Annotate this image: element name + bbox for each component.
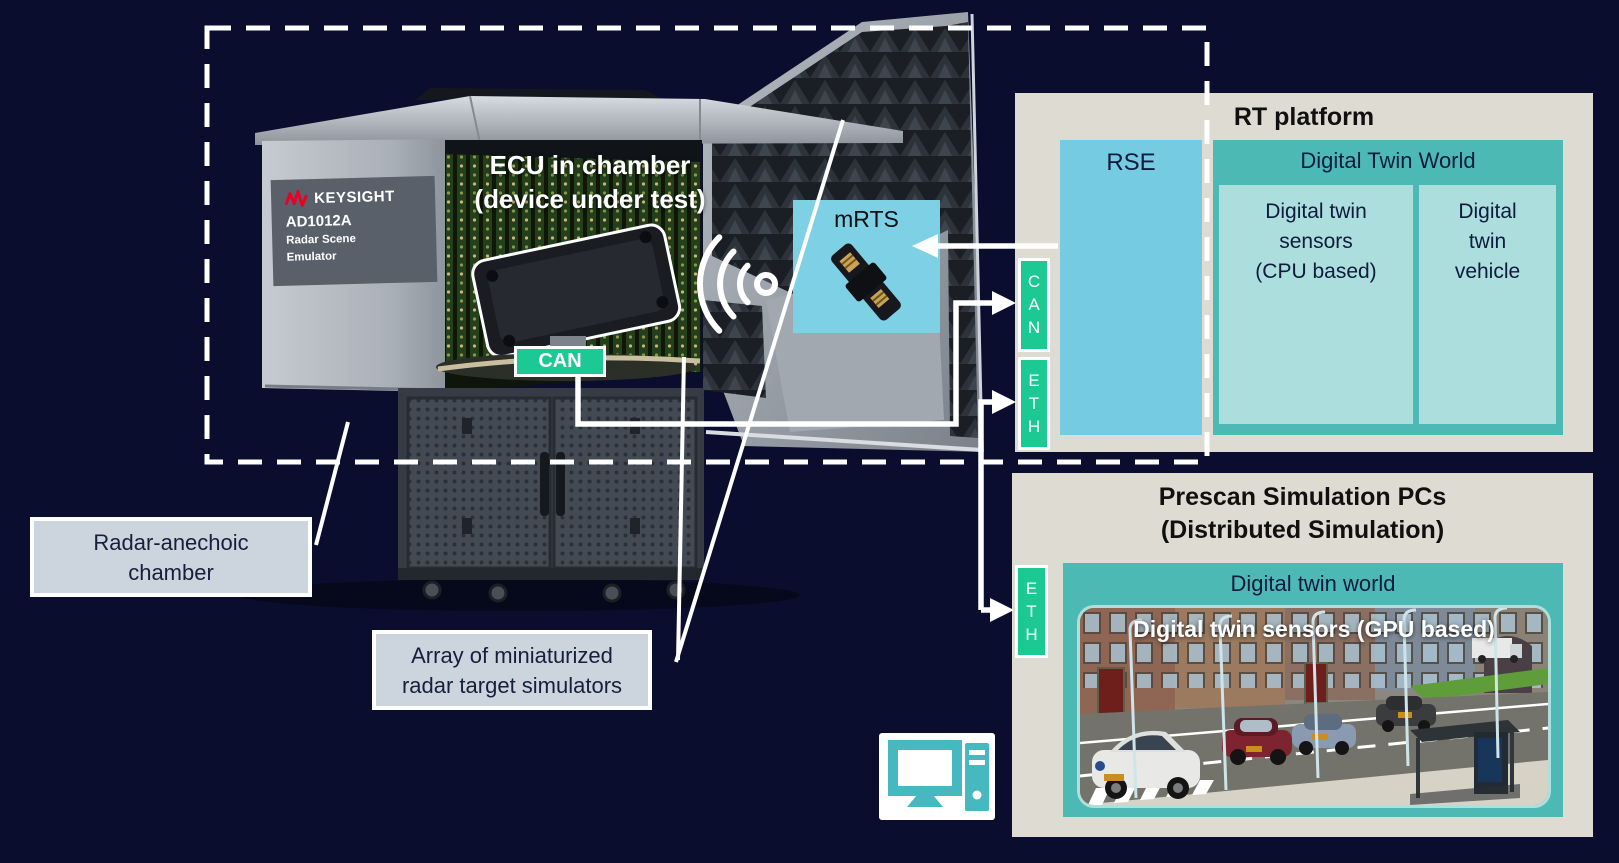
mrts-label: mRTS	[834, 206, 899, 232]
prescan-title-line1: Prescan Simulation PCs	[1158, 483, 1447, 511]
digital-twin-sensors-cpu-box: Digital twin sensors (CPU based)	[1219, 185, 1413, 424]
digital-twin-world-sim-title: Digital twin world	[1230, 571, 1396, 596]
eth-port-rt: E T H	[1018, 357, 1050, 450]
eth-port-letter: T	[1026, 601, 1037, 621]
sensors-cpu-line2: sensors	[1279, 230, 1353, 253]
prescan-title-line2: (Distributed Simulation)	[1160, 516, 1445, 544]
eth-port-letter: H	[1025, 624, 1038, 644]
vehicle-line1: Digital	[1458, 200, 1517, 223]
white-car	[1092, 730, 1200, 799]
floor-shadow	[240, 579, 800, 611]
mrts-box: mRTS	[793, 200, 940, 333]
sensors-cpu-line3: (CPU based)	[1255, 260, 1377, 283]
rt-platform-title: RT platform	[1233, 103, 1375, 131]
street-scene-image: Digital twin sensors (GPU based)	[1080, 608, 1548, 805]
digital-twin-vehicle-box: Digital twin vehicle	[1419, 185, 1556, 424]
ecu-title-line2: (device under test)	[474, 184, 706, 214]
product-name-line1: Radar Scene	[286, 232, 357, 247]
can-port: C A N	[1018, 258, 1050, 352]
sensors-cpu-line1: Digital twin	[1265, 200, 1367, 223]
street-scene-render	[1080, 608, 1548, 805]
brand-name: KEYSIGHT	[313, 187, 396, 207]
keysight-logo-icon	[284, 189, 308, 207]
can-tag: CAN	[514, 346, 606, 377]
rse-box: RSE	[1060, 140, 1202, 435]
rt-platform-panel: RT platform RSE Digital Twin World Digit…	[1015, 93, 1593, 452]
eth-port-prescan: E T H	[1015, 565, 1048, 658]
keysight-label-plate: KEYSIGHT AD1012A Radar Scene Emulator	[270, 175, 438, 287]
product-name-line2: Emulator	[286, 250, 337, 264]
vehicle-line3: vehicle	[1454, 260, 1521, 283]
eth-port-letter: H	[1027, 416, 1041, 436]
street-lamps	[1128, 608, 1508, 799]
mrts-device-icon	[831, 243, 901, 321]
can-port-letter: C	[1027, 272, 1041, 291]
chamber-label-line2: chamber	[128, 560, 214, 585]
digital-twin-world-box: Digital Twin World Digital twin sensors …	[1213, 140, 1563, 435]
simulation-pc-icon-box	[879, 733, 995, 820]
array-label-line1: Array of miniaturized	[411, 643, 613, 668]
eth-port-letter: T	[1028, 393, 1040, 413]
bus-shelter	[1410, 720, 1520, 805]
desktop-pc-icon	[888, 740, 989, 811]
can-port-letter: A	[1028, 295, 1040, 314]
truck	[1472, 638, 1522, 663]
chamber-label-line1: Radar-anechoic	[93, 530, 249, 555]
rack-cabinet	[398, 388, 704, 603]
red-car	[1222, 718, 1292, 765]
ecu-title: ECU in chamber (device under test)	[420, 148, 760, 216]
can-port-letter: N	[1027, 318, 1041, 337]
digital-twin-world-sim-box: Digital twin world Digital twin sensors …	[1063, 563, 1563, 817]
ecu-title-line1: ECU in chamber	[489, 150, 691, 180]
eth-port-letter: E	[1025, 578, 1038, 598]
digital-twin-world-title: Digital Twin World	[1300, 148, 1476, 173]
prescan-panel: Prescan Simulation PCs (Distributed Simu…	[1012, 473, 1593, 837]
array-label-line2: radar target simulators	[401, 673, 623, 698]
sedan-car	[1292, 714, 1356, 755]
radar-anechoic-chamber-label: Radar-anechoic chamber	[30, 517, 312, 597]
model-number: AD1012A	[285, 212, 352, 231]
vehicle-line2: twin	[1468, 230, 1507, 253]
gpu-sensors-overlay: Digital twin sensors (GPU based)	[1133, 616, 1495, 642]
array-simulators-label: Array of miniaturized radar target simul…	[372, 630, 652, 710]
eth-port-letter: E	[1028, 370, 1040, 390]
